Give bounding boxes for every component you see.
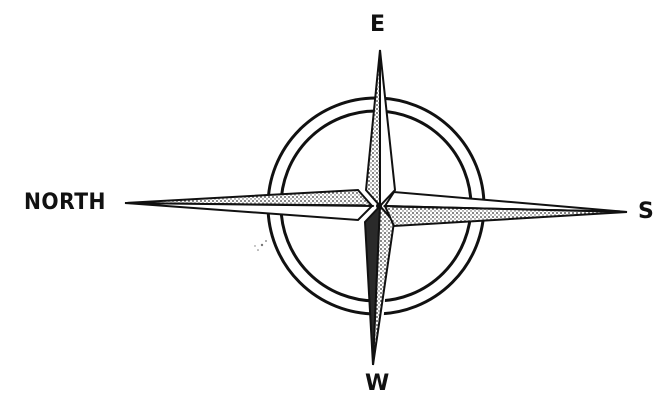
label-south: S bbox=[638, 201, 654, 223]
arm-north-lower-half bbox=[125, 203, 372, 220]
arm-east-light-half bbox=[380, 50, 395, 206]
label-east: E bbox=[370, 14, 386, 36]
arm-east-shaded-half bbox=[366, 50, 380, 206]
arm-east bbox=[366, 50, 395, 206]
label-west: W bbox=[365, 373, 390, 395]
label-north: NORTH bbox=[24, 192, 106, 214]
arm-north bbox=[125, 190, 372, 220]
paper-specks bbox=[254, 240, 267, 251]
arm-south bbox=[385, 192, 627, 226]
